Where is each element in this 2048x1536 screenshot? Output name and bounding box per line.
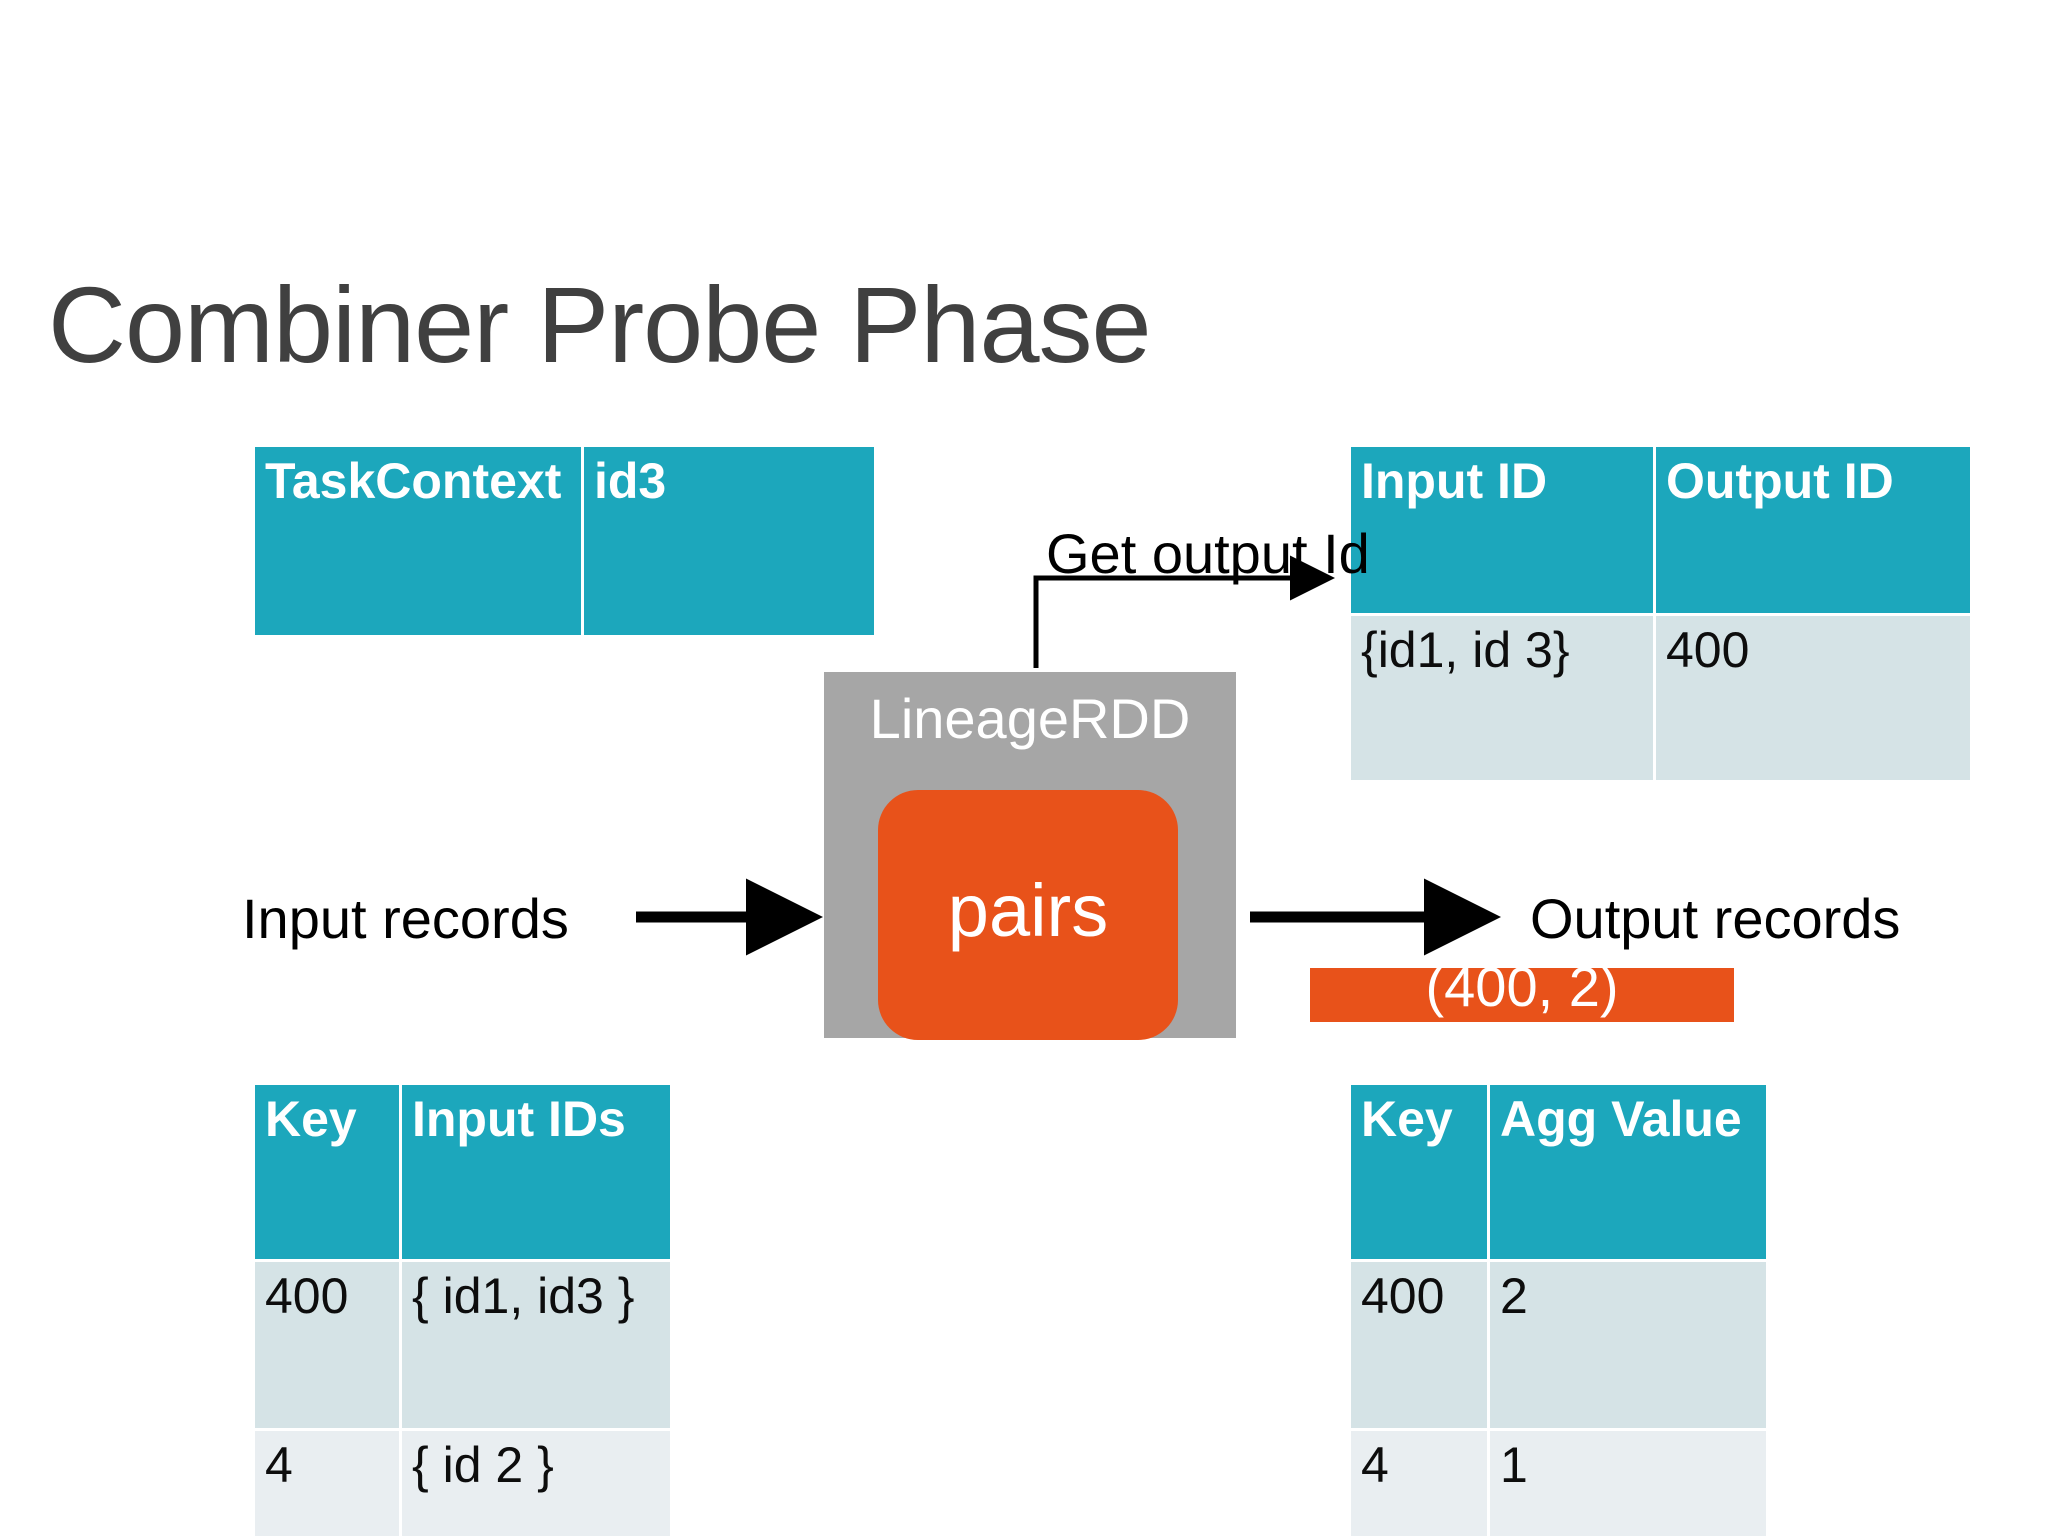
table-header-row: Key Input IDs: [255, 1085, 670, 1259]
cell-output-id: 400: [1656, 616, 1970, 780]
cell-input-id: {id1, id 3}: [1351, 616, 1653, 780]
taskcontext-table: TaskContext id3: [252, 444, 877, 638]
table-row: 400 { id1, id3 }: [255, 1262, 670, 1428]
table-header-row: Key Agg Value: [1351, 1085, 1766, 1259]
table-row: 4 { id 2 }: [255, 1431, 670, 1536]
cell-key: 4: [255, 1431, 399, 1536]
key-agg-value-table: Key Agg Value 400 2 4 1: [1348, 1082, 1769, 1536]
taskcontext-value: id3: [584, 447, 874, 635]
output-record-chip: (400, 2): [1310, 956, 1734, 1022]
column-header-agg-value: Agg Value: [1490, 1085, 1766, 1259]
output-records-label: Output records: [1530, 887, 1901, 950]
column-header-input-id: Input ID: [1351, 447, 1653, 613]
cell-key: 4: [1351, 1431, 1487, 1536]
cell-input-ids: { id1, id3 }: [402, 1262, 670, 1428]
table-row: {id1, id 3} 400: [1351, 616, 1970, 780]
get-output-id-arrow: [1033, 555, 1335, 668]
column-header-output-id: Output ID: [1656, 447, 1970, 613]
get-output-id-label: Get output Id: [1046, 522, 1370, 585]
pairs-node: pairs: [878, 790, 1178, 1040]
cell-key: 400: [255, 1262, 399, 1428]
table-header-row: Input ID Output ID: [1351, 447, 1970, 613]
taskcontext-label: TaskContext: [255, 447, 581, 635]
cell-key: 400: [1351, 1262, 1487, 1428]
key-input-ids-table: Key Input IDs 400 { id1, id3 } 4 { id 2 …: [252, 1082, 673, 1536]
input-records-label: Input records: [242, 887, 569, 950]
table-row: 400 2: [1351, 1262, 1766, 1428]
column-header-key: Key: [1351, 1085, 1487, 1259]
pairs-label: pairs: [947, 869, 1109, 952]
output-record-value: (400, 2): [1425, 955, 1619, 1018]
cell-agg-value: 1: [1490, 1431, 1766, 1536]
table-row: TaskContext id3: [255, 447, 874, 635]
column-header-key: Key: [255, 1085, 399, 1259]
page-title: Combiner Probe Phase: [48, 264, 1152, 385]
column-header-input-ids: Input IDs: [402, 1085, 670, 1259]
table-row: 4 1: [1351, 1431, 1766, 1536]
cell-agg-value: 2: [1490, 1262, 1766, 1428]
lineagerdd-label: LineageRDD: [869, 687, 1191, 750]
lineage-map-table: Input ID Output ID {id1, id 3} 400: [1348, 444, 1973, 783]
cell-input-ids: { id 2 }: [402, 1431, 670, 1536]
